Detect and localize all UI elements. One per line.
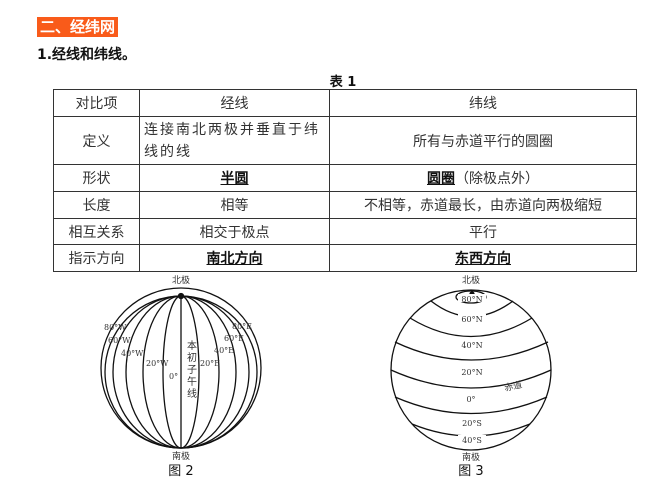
row-label: 相互关系	[53, 218, 140, 245]
cell: 相等	[139, 191, 330, 219]
cell-answer: 东西方向	[329, 244, 637, 272]
parallel-20s	[394, 396, 548, 415]
parallel-label: 20°S	[462, 419, 482, 428]
row-label: 长度	[53, 191, 140, 219]
parallel-label: 0°	[466, 395, 475, 404]
north-pole-label: 北极	[462, 274, 480, 286]
meridian-label: 0°	[169, 372, 178, 381]
cell: 连接南北两极并垂直于纬线的线	[139, 116, 330, 165]
row-label: 形状	[53, 164, 140, 192]
row-label: 定义	[53, 116, 140, 165]
figures: 北极 南极 图 2 80°W 60°W 40°W 20°W 0° 20°E 40…	[100, 274, 552, 479]
prime-meridian-label: 本初子午线	[185, 339, 197, 400]
cell: 圆圈（除极点外）	[329, 164, 637, 192]
header-cell: 纬线	[329, 89, 637, 117]
south-pole-label: 南极	[462, 451, 480, 463]
table-row: 指示方向 南北方向 东西方向	[53, 244, 637, 272]
meridians	[104, 295, 258, 449]
north-pole-dot	[177, 292, 185, 300]
meridian-label: 40°E	[214, 346, 234, 355]
figure-caption: 图 3	[458, 464, 483, 479]
meridian-label: 20°W	[146, 359, 169, 368]
cell: 所有与赤道平行的圆圈	[329, 116, 637, 165]
meridian-globe	[100, 287, 262, 449]
section-heading: 二、经纬网	[37, 17, 119, 37]
parallel-0	[390, 369, 552, 389]
parallel-label: 40°N	[461, 341, 482, 350]
subheading: 1.经线和纬线。	[37, 47, 137, 63]
parallel-label: 80°N	[461, 295, 482, 304]
parallel-label: 20°N	[461, 368, 482, 377]
meridian-label: 80°E	[232, 322, 252, 331]
equator-label: 赤道	[503, 378, 523, 393]
parallel-label: 40°S	[462, 436, 482, 445]
cell: 相交于极点	[139, 218, 330, 245]
cell-answer: 南北方向	[139, 244, 330, 272]
header-cell: 对比项	[53, 89, 140, 117]
cell-answer: 圆圈	[427, 171, 455, 187]
parallel-20n	[394, 341, 549, 361]
cell-note: （除极点外）	[455, 171, 539, 187]
table-caption: 表 1	[329, 75, 357, 90]
meridian-label: 20°E	[200, 359, 220, 368]
table-row: 定义 连接南北两极并垂直于纬线的线 所有与赤道平行的圆圈	[53, 116, 637, 165]
south-pole-label: 南极	[172, 450, 190, 462]
cell: 不相等，赤道最长，由赤道向两极缩短	[329, 191, 637, 219]
meridian-label: 60°E	[224, 334, 244, 343]
row-label: 指示方向	[53, 244, 140, 272]
comparison-table: 对比项 经线 纬线 定义 连接南北两极并垂直于纬线的线 所有与赤道平行的圆圈 形…	[53, 89, 637, 272]
header-cell: 经线	[139, 89, 330, 117]
table-row: 长度 相等 不相等，赤道最长，由赤道向两极缩短	[53, 191, 637, 219]
meridian-label: 60°W	[108, 336, 131, 345]
table-header-row: 对比项 经线 纬线	[53, 89, 637, 117]
cell-answer: 半圆	[139, 164, 330, 192]
meridian-label: 40°W	[121, 349, 144, 358]
parallel-40n	[409, 317, 533, 338]
table-row: 相互关系 相交于极点 平行	[53, 218, 637, 245]
north-pole-label: 北极	[172, 274, 190, 286]
meridian-label: 80°W	[104, 323, 127, 332]
table-row: 形状 半圆 圆圈（除极点外）	[53, 164, 637, 192]
cell: 平行	[329, 218, 637, 245]
parallel-label: 60°N	[461, 315, 482, 324]
figure-caption: 图 2	[168, 464, 193, 479]
